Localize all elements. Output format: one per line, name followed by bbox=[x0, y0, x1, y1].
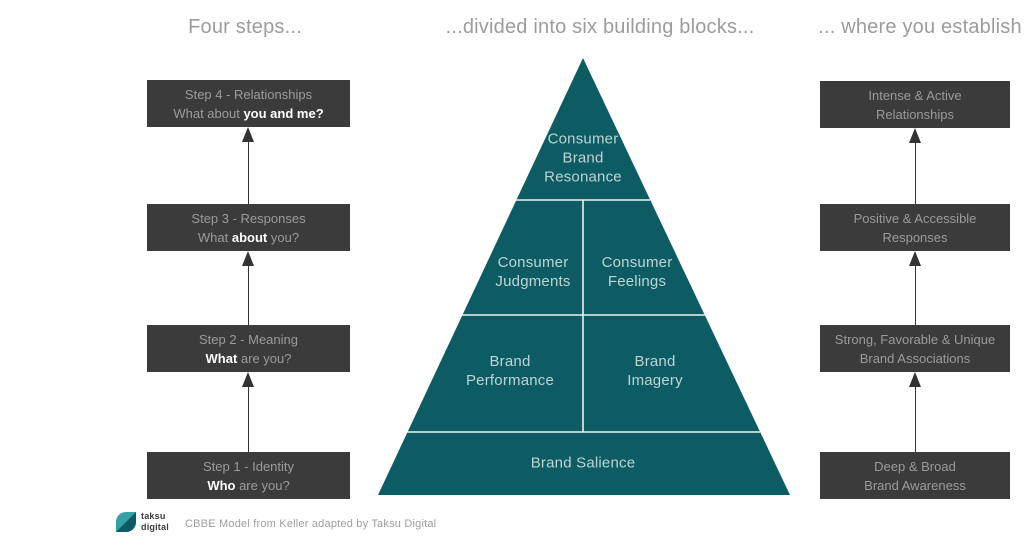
question-text: What bbox=[197, 229, 232, 245]
question-bold-text: about bbox=[231, 229, 268, 245]
block-consumer-feelings: Consumer Feelings bbox=[601, 254, 673, 290]
up-arrow-icon bbox=[241, 372, 255, 452]
block-brand-performance: Brand Performance bbox=[465, 353, 555, 389]
arrow-line bbox=[247, 254, 249, 325]
header-building-blocks: ...divided into six building blocks... bbox=[445, 16, 755, 38]
step-2-box: Step 2 - Meaning What are you? bbox=[147, 325, 350, 372]
arrow-line bbox=[914, 131, 916, 204]
question-text: you? bbox=[267, 229, 300, 245]
arrow-head-icon bbox=[909, 372, 921, 387]
outcome-relationships-box: Intense & Active Relationships bbox=[820, 81, 1010, 128]
arrow-line bbox=[247, 375, 249, 452]
question-bold-text: you and me? bbox=[243, 105, 324, 121]
logo-word-digital: digital bbox=[141, 522, 169, 532]
up-arrow-icon bbox=[241, 127, 255, 204]
block-brand-imagery: Brand Imagery bbox=[627, 353, 683, 389]
logo-word-taksu: taksu bbox=[141, 511, 166, 521]
arrow-head-icon bbox=[242, 127, 254, 142]
step-1-question: Who are you? bbox=[147, 476, 350, 495]
up-arrow-icon bbox=[908, 251, 922, 325]
arrow-line bbox=[914, 254, 916, 325]
header-establish: ... where you establish bbox=[818, 16, 1022, 38]
block-consumer-judgments: Consumer Judgments bbox=[495, 254, 571, 290]
block-consumer-brand-resonance: Consumer Brand Resonance bbox=[544, 130, 622, 186]
up-arrow-icon bbox=[908, 372, 922, 452]
block-brand-salience: Brand Salience bbox=[530, 454, 636, 472]
arrow-head-icon bbox=[909, 251, 921, 266]
question-text: are you? bbox=[237, 350, 292, 366]
step-3-box: Step 3 - Responses What about you? bbox=[147, 204, 350, 251]
step-3-question: What about you? bbox=[147, 228, 350, 247]
question-text: are you? bbox=[235, 477, 290, 493]
logo-leaf-shade bbox=[116, 512, 136, 532]
pyramid-shape bbox=[378, 58, 790, 495]
up-arrow-icon bbox=[908, 128, 922, 204]
step-1-title: Step 1 - Identity bbox=[202, 458, 295, 474]
arrow-head-icon bbox=[909, 128, 921, 143]
question-bold-text: What bbox=[205, 350, 238, 366]
question-bold-text: Who bbox=[207, 477, 236, 493]
outcome-brand-associations-box: Strong, Favorable & Unique Brand Associa… bbox=[820, 325, 1010, 372]
step-4-box: Step 4 - Relationships What about you an… bbox=[147, 80, 350, 127]
step-4-title: Step 4 - Relationships bbox=[184, 86, 313, 102]
step-3-title: Step 3 - Responses bbox=[191, 210, 306, 226]
step-1-box: Step 1 - Identity Who are you? bbox=[147, 452, 350, 499]
arrow-line bbox=[247, 130, 249, 204]
header-four-steps: Four steps... bbox=[188, 16, 302, 38]
question-text: What about bbox=[173, 105, 244, 121]
arrow-line bbox=[914, 375, 916, 452]
logo-wordmark: taksu digital bbox=[141, 511, 169, 533]
arrow-head-icon bbox=[242, 251, 254, 266]
up-arrow-icon bbox=[241, 251, 255, 325]
taksu-digital-logo-icon bbox=[116, 512, 136, 532]
outcome-responses-box: Positive & Accessible Responses bbox=[820, 204, 1010, 251]
arrow-head-icon bbox=[242, 372, 254, 387]
step-4-question: What about you and me? bbox=[147, 104, 350, 123]
step-2-question: What are you? bbox=[147, 349, 350, 368]
attribution-caption: CBBE Model from Keller adapted by Taksu … bbox=[185, 518, 437, 530]
outcome-brand-awareness-box: Deep & Broad Brand Awareness bbox=[820, 452, 1010, 499]
step-2-title: Step 2 - Meaning bbox=[198, 331, 298, 347]
